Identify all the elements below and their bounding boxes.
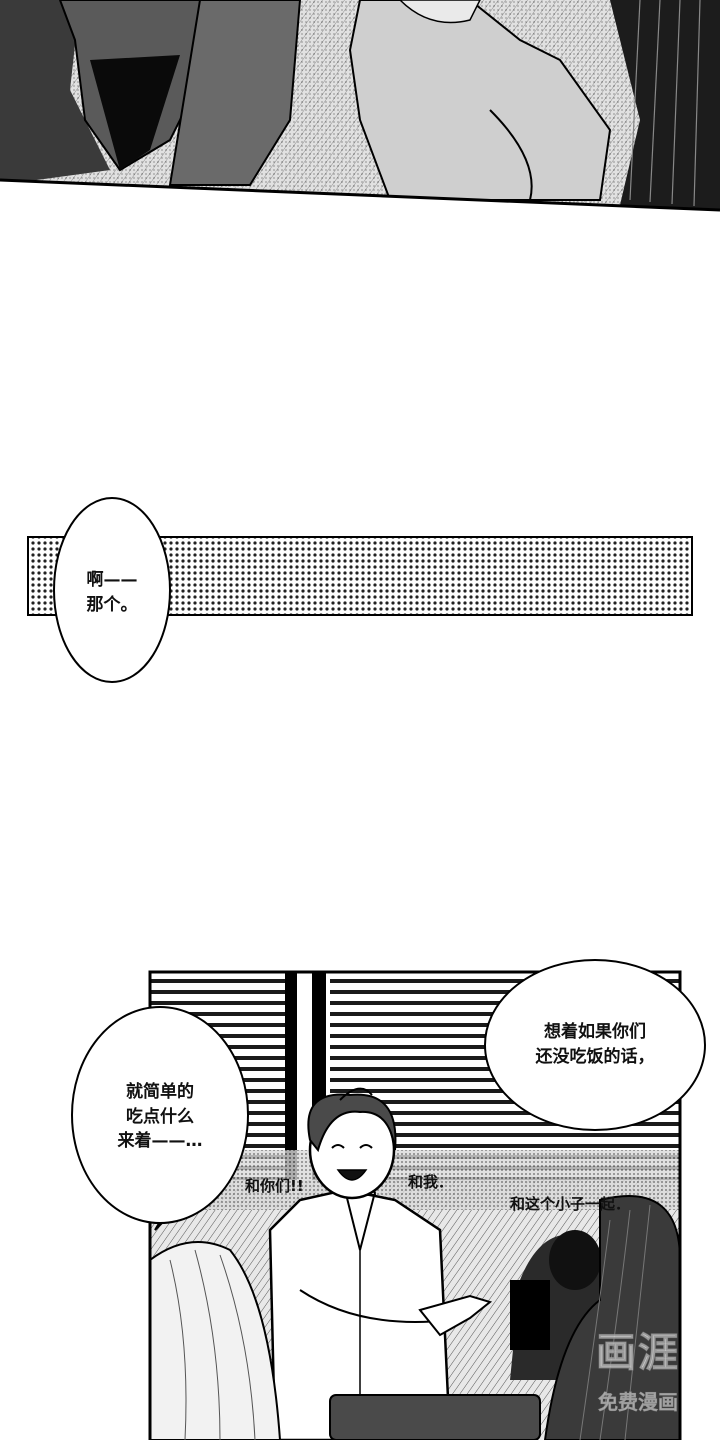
bubble-if-text: 想着如果你们 还没吃饭的话， [535,1022,655,1067]
sfx-with-you: 和你们!! [245,1177,304,1195]
sfx-and-me: 和我． [408,1173,454,1191]
speech-bubble-eat [71,1006,249,1224]
bubble-eat-text: 就简单的 吃点什么 来着——… [117,1082,203,1152]
bubble-ah-text: 啊—— 那个。 [86,570,138,615]
speech-bubble-if [484,959,706,1131]
speech-bubble-ah [53,497,171,683]
sfx-with-kid: 和这个小子一起． [510,1195,631,1213]
top-panel [0,0,720,210]
watermark-logo: 画涯 [596,1330,680,1377]
watermark-subtext: 免费漫画 [598,1390,679,1415]
